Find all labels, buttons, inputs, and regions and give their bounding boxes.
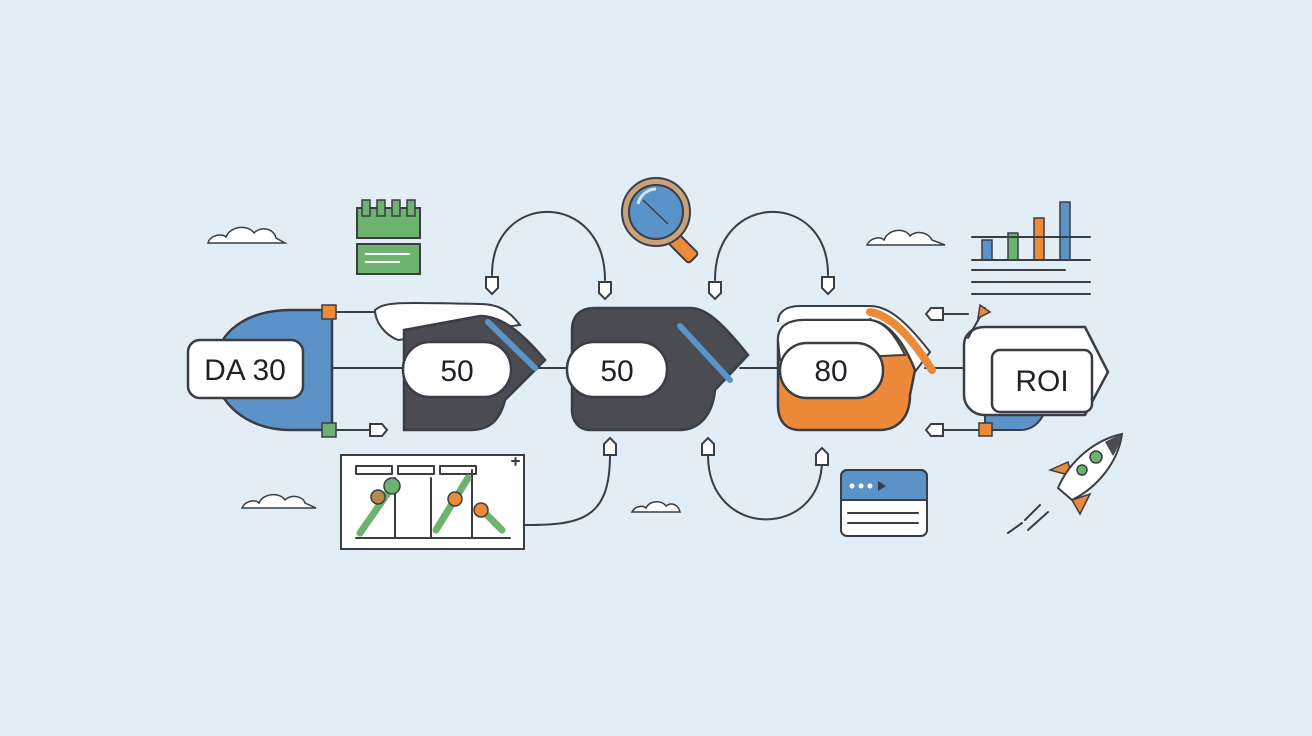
cloud-icon [240,494,317,509]
connector-lines [329,210,981,526]
flag-icon [978,422,993,437]
bar-chart-icon [971,201,1091,295]
stage-2-label: 50 [440,355,473,388]
stage-3-label: 50 [600,355,633,388]
connector-tags [369,276,944,466]
stage-5-label: ROI [1015,365,1068,398]
stage-4-label: 80 [814,355,847,388]
cloud-icon [207,226,288,244]
stage-4-block: 80 [776,305,936,432]
stage-3-block: 50 [565,306,750,432]
rocket-icon [1007,432,1124,534]
cloud-icon [630,501,681,513]
stage-5-block: ROI [962,303,1110,437]
magnifier-icon [621,177,699,264]
stage-1-block: DA 30 [186,304,337,438]
calendar-icon [356,199,421,275]
stage-1-label: DA 30 [204,354,286,387]
flag-icon [321,304,337,320]
flag-icon [321,422,337,438]
browser-window-icon [840,469,928,537]
stage-2-block: 50 [373,301,547,432]
line-chart-board-icon [340,454,525,550]
cloud-icon [865,229,946,246]
